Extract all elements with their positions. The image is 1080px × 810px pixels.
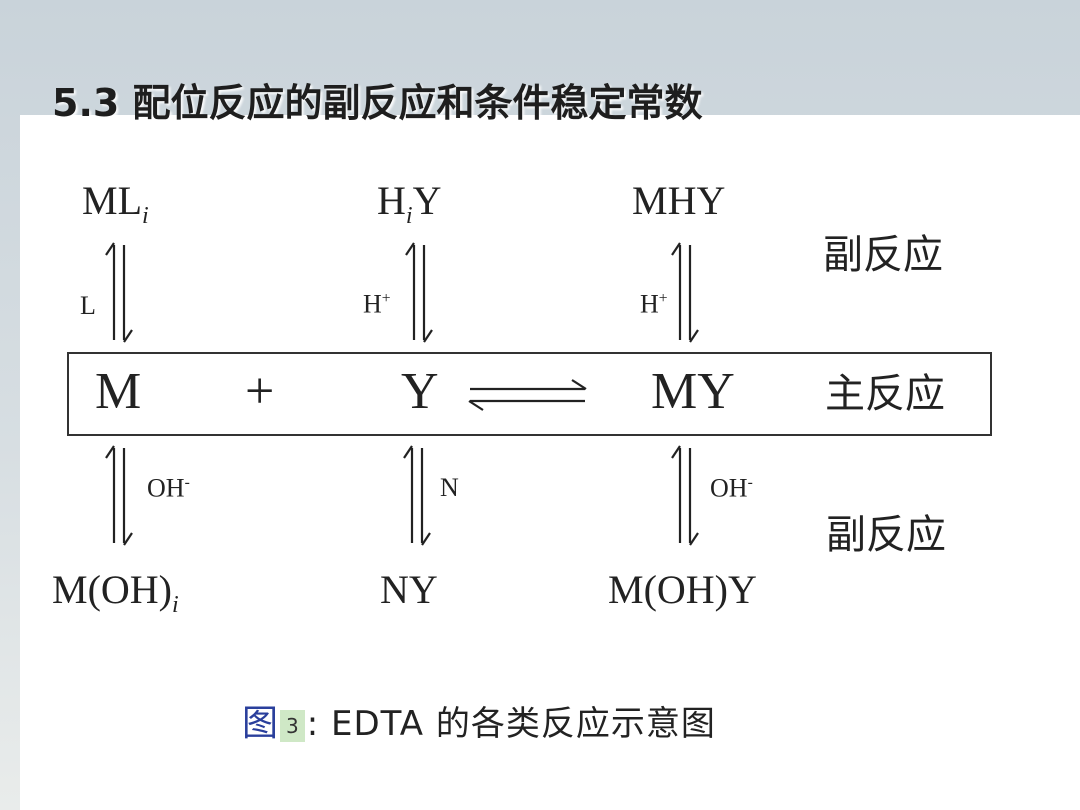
- species-y: Y: [401, 363, 439, 420]
- species-m: M: [95, 363, 142, 420]
- equilibrium-arrow-bottom-3: [671, 445, 699, 546]
- species-my: MY: [651, 363, 735, 420]
- species-ny: NY: [380, 567, 438, 612]
- slide-title: 5.3 配位反应的副反应和条件稳定常数: [52, 81, 703, 125]
- label-main-reaction: 主反应: [825, 371, 945, 417]
- label-side-reaction-top: 副反应: [823, 232, 943, 278]
- main-reaction-box: M + Y MY 主反应: [67, 352, 992, 436]
- species-m-oh-i: M(OH)i: [52, 567, 179, 618]
- equilibrium-arrow-main: [468, 379, 587, 411]
- species-hi-y: HiY: [377, 178, 442, 229]
- equilibrium-arrow-bottom-1: [105, 445, 133, 546]
- species-ml-i: MLi: [82, 178, 149, 229]
- reagent-oh-2: OH-: [710, 473, 753, 503]
- reagent-oh-1: OH-: [147, 473, 190, 503]
- label-side-reaction-bottom: 副反应: [826, 512, 946, 558]
- equilibrium-arrow-bottom-2: [403, 445, 431, 546]
- plus-sign: +: [245, 363, 275, 420]
- equilibrium-arrow-top-2: [405, 242, 433, 343]
- caption-text: : EDTA 的各类反应示意图: [306, 704, 716, 744]
- species-m-oh-y: M(OH)Y: [608, 567, 757, 612]
- caption-number: 3: [280, 709, 305, 742]
- equilibrium-arrow-top-3: [671, 242, 699, 343]
- content-panel: MLi HiY MHY L H+ H+ 副反应 M + Y MY 主反应 OH-…: [20, 115, 1080, 810]
- reagent-h-plus-2: H+: [640, 289, 668, 319]
- caption-prefix: 图: [242, 703, 279, 744]
- reagent-h-plus-1: H+: [363, 289, 391, 319]
- equilibrium-arrows: [105, 242, 699, 546]
- reagent-n: N: [440, 473, 459, 502]
- reagent-l: L: [80, 291, 96, 320]
- species-mhy: MHY: [632, 178, 726, 223]
- equilibrium-arrow-top-1: [105, 242, 133, 343]
